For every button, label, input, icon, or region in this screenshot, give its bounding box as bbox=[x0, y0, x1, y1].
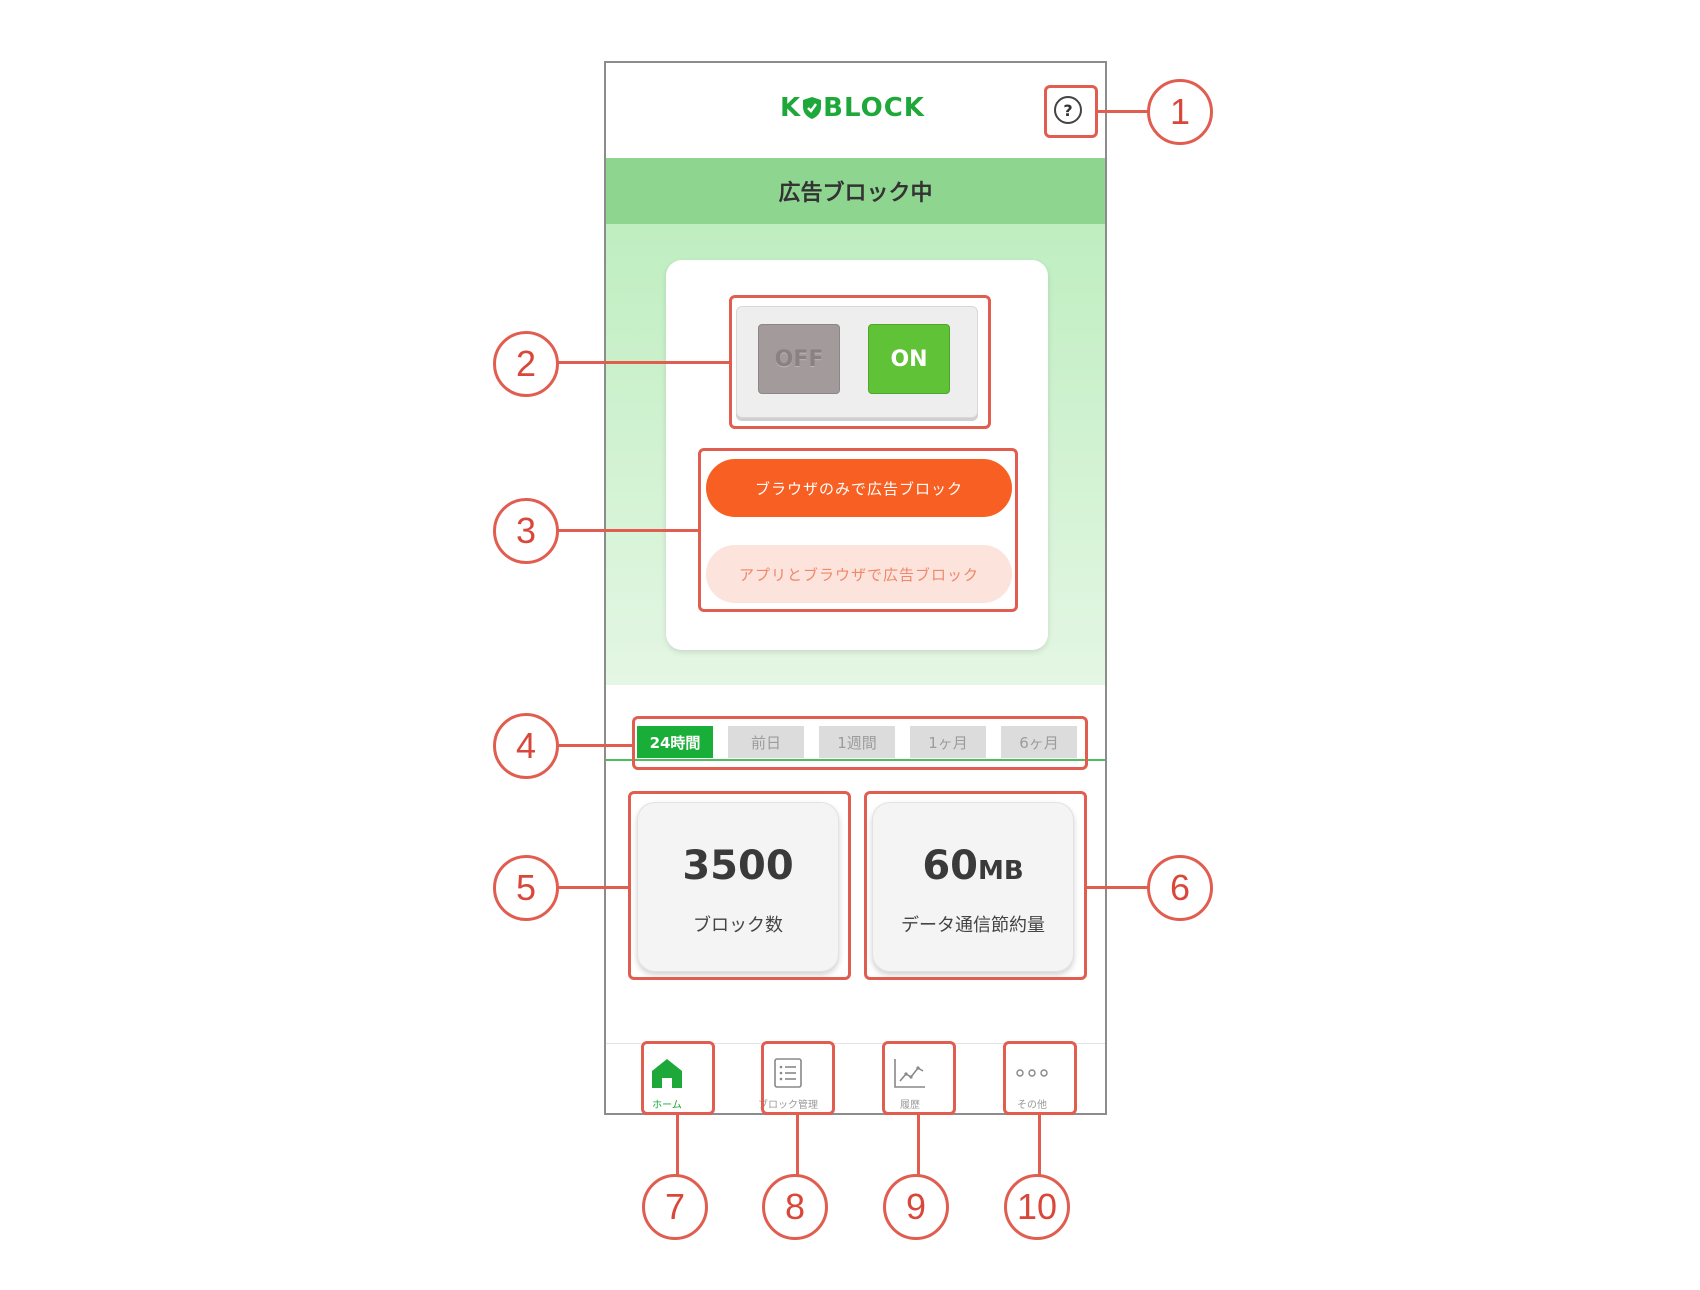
highlight-toggle bbox=[729, 295, 991, 429]
nav-block-management[interactable]: ブロック管理 bbox=[752, 1052, 824, 1113]
data-saved-card: 60MB データ通信節約量 bbox=[872, 802, 1074, 972]
callout-2: 2 bbox=[493, 331, 559, 397]
nav-history-label: 履歴 bbox=[900, 1100, 920, 1111]
help-icon: ? bbox=[1063, 100, 1073, 120]
highlight-nav-home bbox=[641, 1041, 715, 1115]
phone-screen: K BLOCK ? 広告ブロック中 OFF ON ブラウザのみで広告ブロック ア… bbox=[604, 61, 1107, 1115]
callout-6: 6 bbox=[1147, 855, 1213, 921]
off-button[interactable]: OFF bbox=[758, 324, 840, 394]
highlight-mode bbox=[698, 448, 1018, 612]
leader-line-3 bbox=[558, 529, 698, 532]
nav-home-label: ホーム bbox=[652, 1100, 682, 1111]
highlight-blocked-count bbox=[628, 791, 851, 980]
status-title: 広告ブロック中 bbox=[778, 181, 933, 206]
list-icon bbox=[770, 1056, 806, 1090]
nav-history[interactable]: 履歴 bbox=[874, 1052, 946, 1113]
highlight-nav-history bbox=[882, 1041, 956, 1115]
data-saved-value: 60 bbox=[922, 843, 978, 889]
leader-line-7 bbox=[676, 1115, 679, 1177]
callout-7: 7 bbox=[642, 1174, 708, 1240]
leader-line-4 bbox=[558, 744, 632, 747]
leader-line-9 bbox=[917, 1115, 920, 1177]
data-saved-value-line: 60MB bbox=[873, 843, 1073, 889]
blocked-count-value: 3500 bbox=[682, 843, 794, 889]
status-banner: 広告ブロック中 bbox=[606, 158, 1105, 224]
leader-line-5 bbox=[558, 886, 628, 889]
home-icon bbox=[649, 1056, 685, 1090]
period-tab-1week[interactable]: 1週間 bbox=[819, 726, 895, 758]
app-logo: K BLOCK bbox=[780, 91, 930, 125]
nav-block-management-label: ブロック管理 bbox=[758, 1100, 818, 1111]
period-tab-yesterday[interactable]: 前日 bbox=[728, 726, 804, 758]
leader-line-1 bbox=[1098, 110, 1150, 113]
callout-4: 4 bbox=[493, 713, 559, 779]
logo-prefix: K bbox=[780, 93, 802, 123]
highlight-data-saved bbox=[864, 791, 1087, 980]
chart-icon bbox=[892, 1056, 928, 1090]
callout-5: 5 bbox=[493, 855, 559, 921]
highlight-nav-more bbox=[1003, 1041, 1077, 1115]
highlight-nav-block-management bbox=[761, 1041, 835, 1115]
callout-9: 9 bbox=[883, 1174, 949, 1240]
highlight-help bbox=[1044, 85, 1098, 138]
blocked-count-label: ブロック数 bbox=[693, 915, 783, 936]
data-saved-unit: MB bbox=[977, 856, 1024, 886]
leader-line-10 bbox=[1038, 1115, 1041, 1177]
nav-more-label: その他 bbox=[1017, 1100, 1047, 1111]
more-icon bbox=[1014, 1056, 1050, 1090]
highlight-period-tabs bbox=[632, 716, 1088, 770]
nav-home[interactable]: ホーム bbox=[631, 1052, 703, 1113]
period-tab-24h[interactable]: 24時間 bbox=[637, 726, 713, 758]
app-and-browser-mode-button[interactable]: アプリとブラウザで広告ブロック bbox=[706, 545, 1012, 603]
data-saved-label: データ通信節約量 bbox=[901, 915, 1045, 936]
bottom-navigation: ホーム ブロック管理 履歴 その他 bbox=[606, 1043, 1105, 1113]
logo-suffix: BLOCK bbox=[823, 93, 925, 123]
nav-more[interactable]: その他 bbox=[996, 1052, 1068, 1113]
period-tab-6months[interactable]: 6ヶ月 bbox=[1001, 726, 1077, 758]
shield-icon bbox=[802, 96, 822, 120]
period-tab-1month[interactable]: 1ヶ月 bbox=[910, 726, 986, 758]
browser-only-mode-button[interactable]: ブラウザのみで広告ブロック bbox=[706, 459, 1012, 517]
leader-line-8 bbox=[796, 1115, 799, 1177]
period-tab-underline bbox=[606, 759, 1105, 761]
leader-line-2 bbox=[558, 361, 729, 364]
callout-3: 3 bbox=[493, 498, 559, 564]
blocked-count-card: 3500 ブロック数 bbox=[637, 802, 839, 972]
app-header: K BLOCK ? bbox=[606, 63, 1105, 158]
on-button[interactable]: ON bbox=[868, 324, 950, 394]
callout-10: 10 bbox=[1004, 1174, 1070, 1240]
help-button[interactable]: ? bbox=[1054, 96, 1082, 124]
callout-8: 8 bbox=[762, 1174, 828, 1240]
callout-1: 1 bbox=[1147, 79, 1213, 145]
leader-line-6 bbox=[1087, 886, 1150, 889]
